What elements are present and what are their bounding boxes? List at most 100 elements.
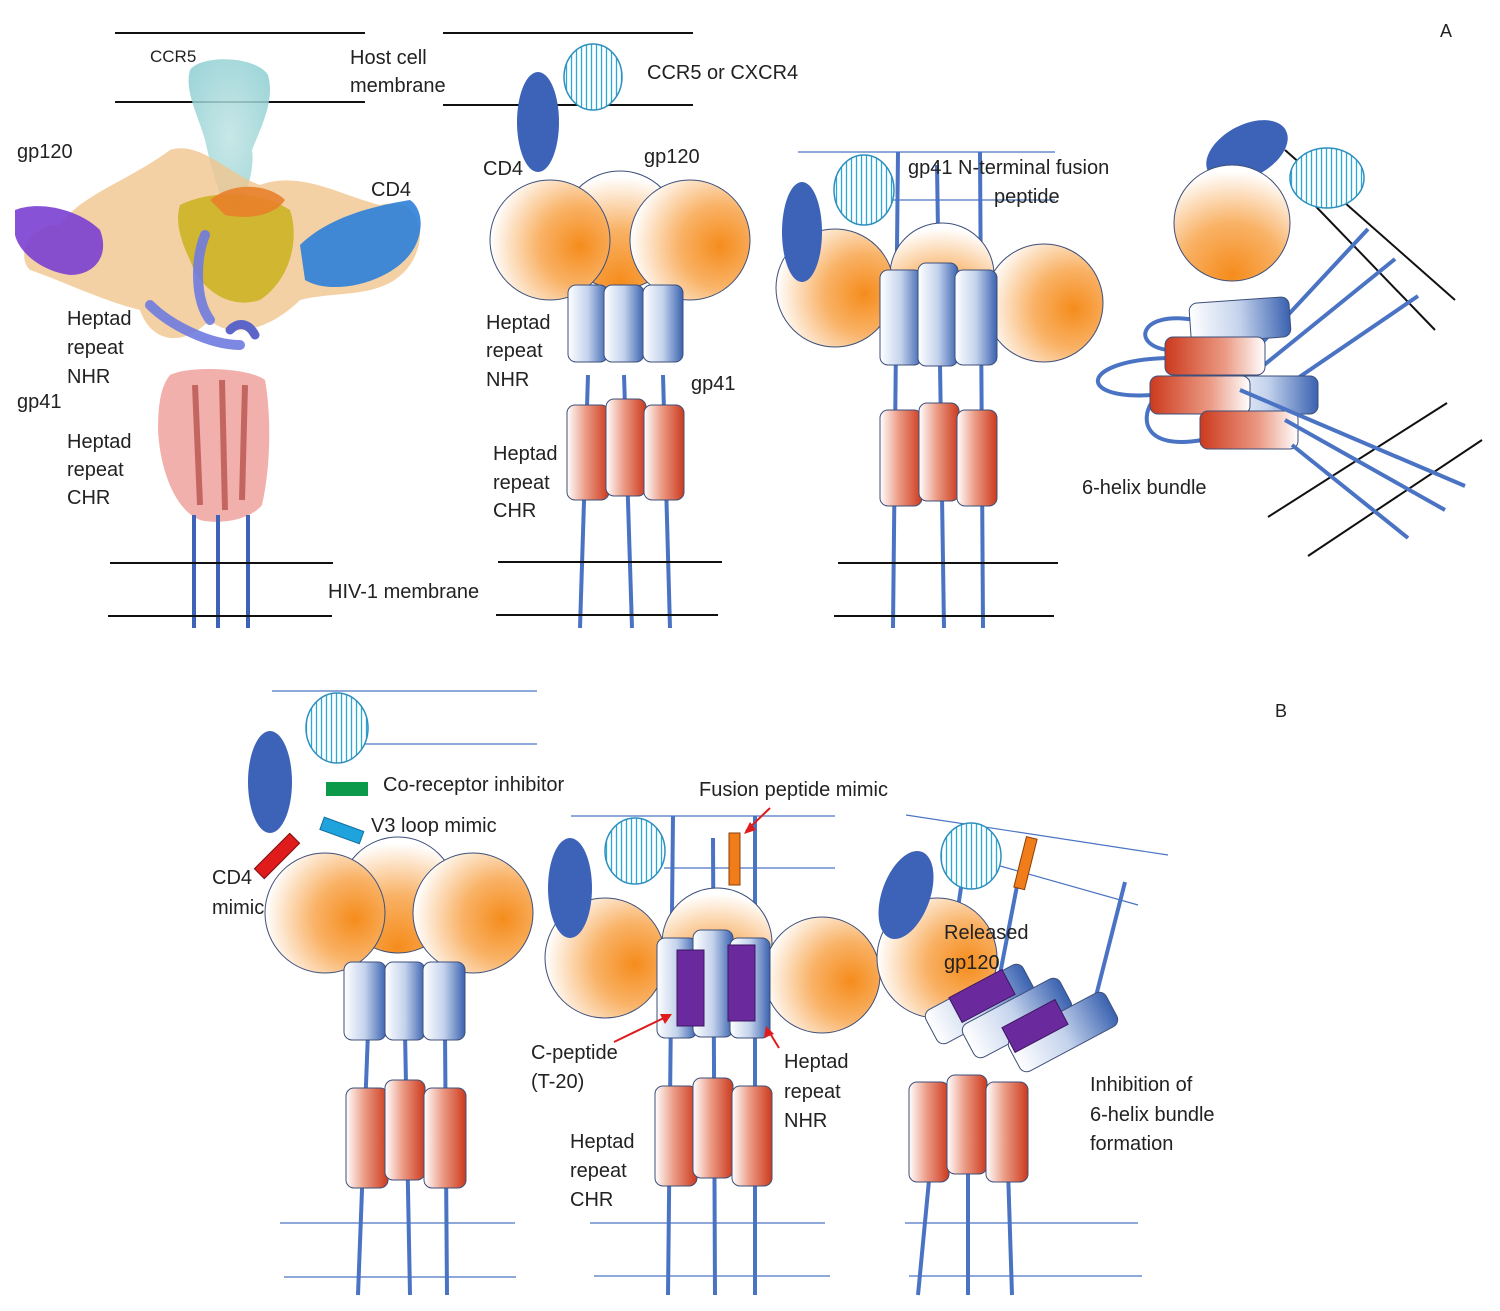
nhr-helix [422, 961, 466, 1041]
panel-a-label: A [1440, 21, 1452, 41]
nhr-label-1: Heptad [486, 312, 551, 334]
stalk [1006, 1169, 1014, 1296]
host-membrane-label-1: Host cell [350, 47, 427, 69]
chr-label-3: CHR [493, 500, 536, 522]
fusion-peptide-strand [1293, 294, 1420, 382]
chr-helix [654, 1085, 698, 1187]
c-peptide-label-2: (T-20) [531, 1071, 584, 1093]
coreceptor [305, 692, 369, 764]
fusion-peptide-strand [1246, 257, 1397, 380]
c-peptide-label-1: C-peptide [531, 1042, 618, 1064]
hiv-membrane-label: HIV-1 membrane [328, 581, 479, 603]
coreceptor-label: CCR5 or CXCR4 [647, 62, 798, 84]
chr-helix [384, 1079, 426, 1181]
arrow-c-peptide [613, 1015, 669, 1043]
b-step-bundle-inhibition: Released gp120 Inhibition of 6-helix bun… [876, 814, 1215, 1296]
nhr-label-3: NHR [67, 366, 110, 388]
nhr-helix [879, 269, 923, 366]
chr-label-2: repeat [67, 459, 124, 481]
chr-label-2: repeat [493, 472, 550, 494]
helix-loop [1095, 356, 1169, 398]
tm-stalk [1284, 418, 1446, 512]
chr-label-1: Heptad [570, 1131, 635, 1153]
nhr-helix [954, 269, 998, 366]
chr-helix [731, 1085, 773, 1187]
nhr-helix [1188, 296, 1292, 344]
panel-a: A CCR5 Host cell membra [15, 21, 1483, 629]
step-fusion-peptide: gp41 N-terminal fusion peptide [775, 151, 1109, 629]
host-membrane-line-bottom [985, 861, 1139, 906]
inhibition-label-1: Inhibition of [1090, 1074, 1193, 1096]
chr-helix [345, 1087, 389, 1189]
chr-helix [605, 398, 647, 497]
chr-helix [946, 1074, 988, 1175]
nhr-helix [567, 284, 609, 363]
gp120-inner-domain [178, 194, 294, 303]
arrow-head [744, 822, 756, 834]
nhr-helix [917, 262, 959, 367]
coreceptor [940, 822, 1002, 890]
chr-helix [908, 1081, 950, 1183]
host-membrane-line-top [905, 814, 1169, 856]
gp120-subunit [629, 179, 751, 301]
nhr-label-3: NHR [486, 369, 529, 391]
nhr-label-2: repeat [486, 340, 543, 362]
nhr-label-1: Heptad [67, 308, 132, 330]
arrow-head [660, 1014, 672, 1024]
chr-helix [1149, 375, 1251, 415]
inhibition-label-3: formation [1090, 1133, 1173, 1155]
gp120-label: gp120 [644, 146, 700, 168]
fusion-peptide-mimic [1013, 835, 1038, 891]
host-membrane-label-2: membrane [350, 75, 446, 97]
nhr-helix [384, 961, 426, 1041]
host-membrane-line [1299, 189, 1436, 331]
gp120-subunit [489, 179, 611, 301]
cd4-label: CD4 [371, 179, 411, 201]
helix-loop [1144, 400, 1203, 444]
panel-b: B Co-receptor inhibitor V3 lo [212, 690, 1287, 1296]
gp41-nhr-helices [145, 230, 245, 350]
step-six-helix-bundle: 6-helix bundle [1082, 120, 1483, 557]
antibody-structure [15, 206, 104, 275]
nhr-label-2: repeat [67, 337, 124, 359]
gp120-subunit [412, 852, 534, 974]
nhr-helix [603, 284, 645, 363]
chr-helix [956, 409, 998, 507]
stalk [978, 151, 985, 629]
coreceptor [604, 817, 666, 885]
chr-label-2: repeat [570, 1160, 627, 1182]
step-cd4-binding: CCR5 or CXCR4 CD4 gp120 Heptad repeat NH… [443, 32, 798, 629]
gp120-subunit [984, 243, 1104, 363]
cd4-receptor [248, 731, 292, 833]
ccr5-structure [188, 59, 270, 216]
fusion-peptide-label-1: gp41 N-terminal fusion [908, 157, 1109, 179]
chr-label-1: Heptad [67, 431, 132, 453]
cd4-receptor [878, 851, 934, 939]
tm-stalk [1239, 388, 1466, 488]
gp41-label: gp41 [17, 391, 62, 413]
fusion-peptide-mimic [728, 832, 741, 886]
cd4-receptor [548, 838, 592, 938]
gp41-chr-structure [158, 368, 270, 522]
inhibition-label-2: 6-helix bundle [1090, 1104, 1215, 1126]
nhr-label-2: repeat [784, 1081, 841, 1103]
cd4-mimic [253, 832, 301, 880]
ccr5-label: CCR5 [150, 47, 196, 66]
chr-helix [918, 402, 960, 502]
tm-stalk [1290, 443, 1410, 540]
gp120-label: gp120 [17, 141, 73, 163]
gp41-label: gp41 [691, 373, 736, 395]
chr-helix [643, 404, 685, 501]
chr-label-3: CHR [67, 487, 110, 509]
chr-helix [1199, 410, 1299, 450]
stalk [916, 1169, 932, 1296]
cd4-structure [300, 200, 421, 288]
c-peptide [727, 944, 756, 1022]
released-label-1: Released [944, 922, 1029, 944]
gp120-bridging-sheet [210, 186, 285, 217]
cd4-receptor [782, 182, 822, 282]
chr-helix [423, 1087, 467, 1189]
coreceptor-inhibitor [326, 782, 368, 796]
